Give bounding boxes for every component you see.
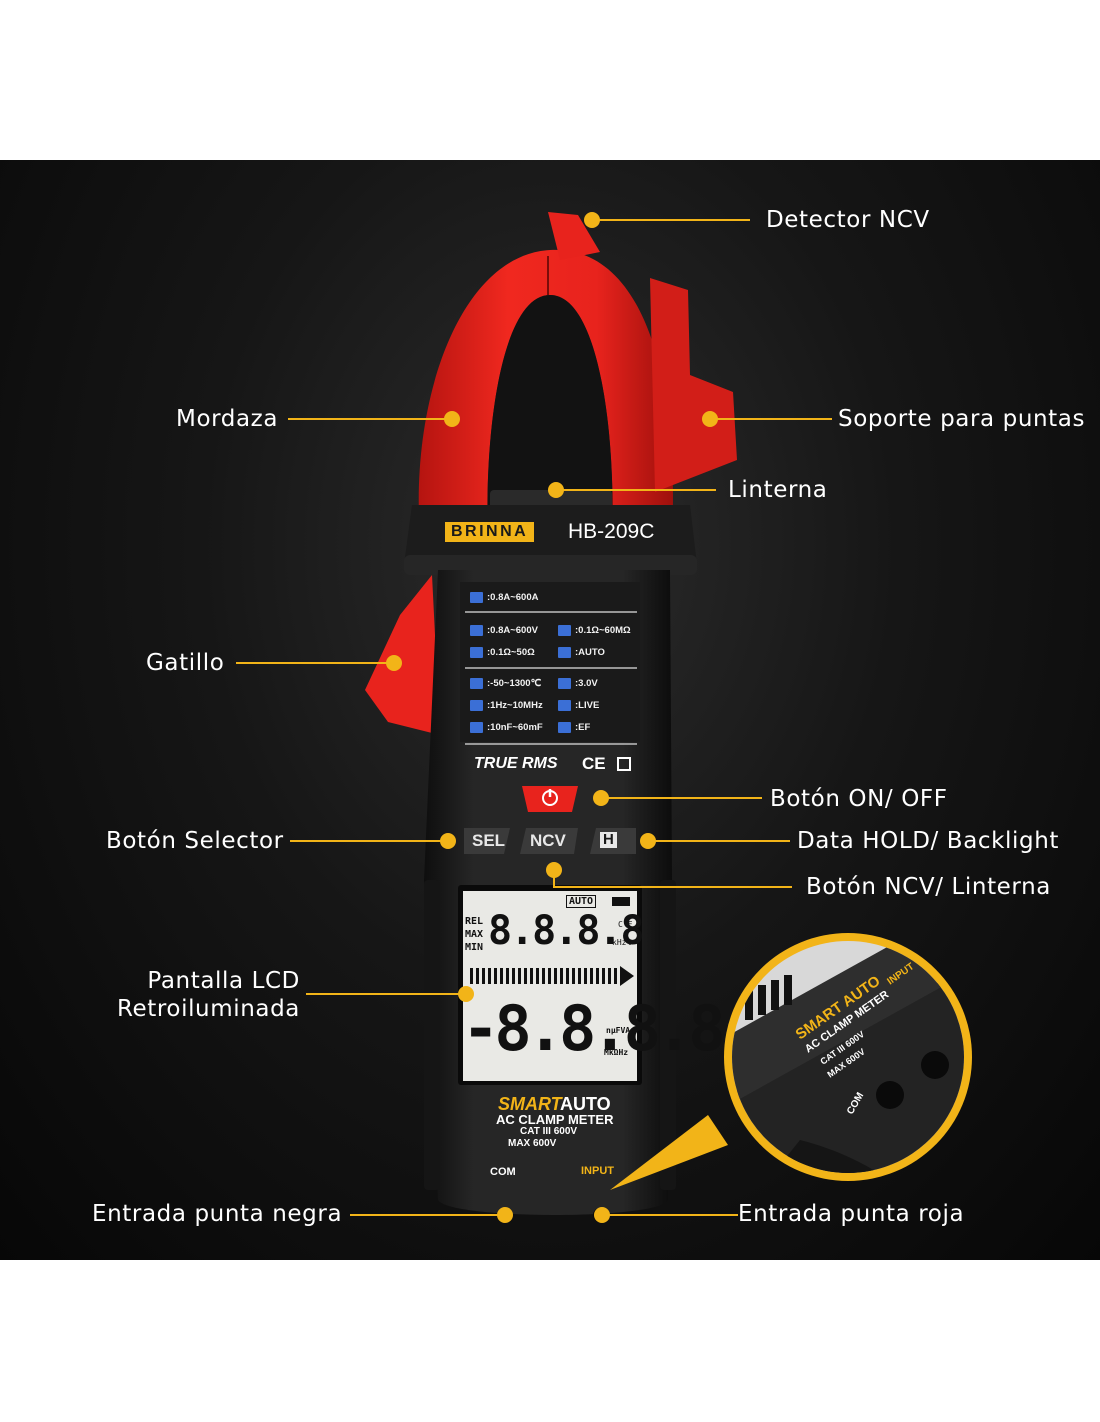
lcd-top-digits: 8.8.8.8 bbox=[488, 908, 645, 954]
spec-auto: :AUTO bbox=[558, 647, 605, 658]
jaw-ncv-tip bbox=[548, 212, 600, 260]
callout-probe-holder: Soporte para puntas bbox=[838, 406, 1086, 432]
brand-logo: BRINNA bbox=[445, 522, 535, 542]
probe-holder-shape bbox=[650, 278, 737, 492]
footer-com: COM bbox=[490, 1166, 516, 1178]
callout-black-input: Entrada punta negra bbox=[92, 1201, 343, 1227]
true-rms-label: TRUE RMS bbox=[474, 755, 558, 772]
callout-lcd-line2: Retroiluminada bbox=[116, 996, 300, 1022]
footer-input: INPUT bbox=[581, 1165, 614, 1177]
lcd-min: MIN bbox=[465, 942, 484, 953]
callout-lcd-line1: Pantalla LCD bbox=[147, 968, 300, 994]
lcd-screen bbox=[463, 891, 637, 1081]
spec-resistance: :0.1Ω~60MΩ bbox=[558, 625, 631, 636]
head-collar bbox=[404, 505, 697, 565]
ncv-button[interactable]: NCV bbox=[530, 831, 566, 850]
lcd-main-digits: -8.8.8.8 bbox=[462, 992, 726, 1065]
model-label: HB-209C bbox=[568, 520, 655, 543]
callout-trigger: Gatillo bbox=[146, 650, 225, 676]
lcd-rel: REL bbox=[465, 916, 484, 927]
power-button[interactable] bbox=[522, 786, 578, 812]
callout-selector-button: Botón Selector bbox=[106, 828, 284, 854]
spec-continuity: :0.1Ω~50Ω bbox=[470, 647, 535, 658]
spec-capacitance: :10nF~60mF bbox=[470, 722, 543, 733]
lcd-max: MAX bbox=[465, 929, 484, 940]
spec-panel bbox=[460, 582, 640, 742]
footer-auto: AUTO bbox=[560, 1094, 611, 1114]
callout-jaw: Mordaza bbox=[176, 406, 279, 432]
callout-hold-backlight: Data HOLD/ Backlight bbox=[797, 828, 1060, 854]
sel-button-shape bbox=[464, 828, 510, 854]
callout-lcd: Pantalla LCD Retroiluminada bbox=[110, 967, 300, 1023]
double-insulation-icon bbox=[617, 757, 631, 771]
footer-clamp: AC CLAMP METER bbox=[496, 1112, 614, 1127]
clamp-meter-illustration: SMART AUTO AC CLAMP METER CAT III 600V M… bbox=[236, 212, 972, 1223]
lcd-unit-nmf: nμFVA bbox=[606, 1026, 631, 1035]
footer-smart: SMART bbox=[498, 1094, 562, 1114]
ce-mark: CE bbox=[582, 754, 606, 773]
trigger-shape bbox=[365, 575, 440, 735]
spec-current: :0.8A~600A bbox=[470, 592, 539, 603]
footer-cat: CAT III 600V bbox=[520, 1126, 578, 1137]
callout-ncv-flashlight-button: Botón NCV/ Linterna bbox=[806, 874, 1051, 900]
lcd-auto-indicator: AUTO bbox=[566, 895, 597, 908]
callout-red-input: Entrada punta roja bbox=[738, 1201, 965, 1227]
callout-ncv-detector: Detector NCV bbox=[766, 207, 930, 233]
lcd-battery-icon bbox=[612, 897, 630, 906]
spec-live: :LIVE bbox=[558, 700, 599, 711]
jaw-shape bbox=[418, 249, 673, 538]
spec-frequency: :1Hz~10MHz bbox=[470, 700, 543, 711]
callout-flashlight: Linterna bbox=[728, 477, 828, 503]
lcd-unit-cf: C F bbox=[618, 920, 633, 929]
spec-voltage: :0.8A~600V bbox=[470, 625, 538, 636]
footer-max: MAX 600V bbox=[508, 1138, 557, 1149]
callout-power-button: Botón ON/ OFF bbox=[770, 786, 948, 812]
product-photo-panel: SMART AUTO AC CLAMP METER CAT III 600V M… bbox=[0, 160, 1100, 1260]
ncv-button-shape bbox=[520, 828, 578, 854]
spec-ef: :EF bbox=[558, 722, 590, 733]
hold-button[interactable]: H bbox=[600, 832, 617, 848]
lcd-unit-mkohm: MkΩHz bbox=[604, 1048, 629, 1057]
lcd-unit-khz: kHz% bbox=[612, 938, 632, 947]
spec-temperature: :-50~1300℃ bbox=[470, 678, 541, 689]
sel-button[interactable]: SEL bbox=[472, 831, 506, 850]
power-button-shape bbox=[522, 786, 578, 812]
spec-diode: :3.0V bbox=[558, 678, 598, 689]
